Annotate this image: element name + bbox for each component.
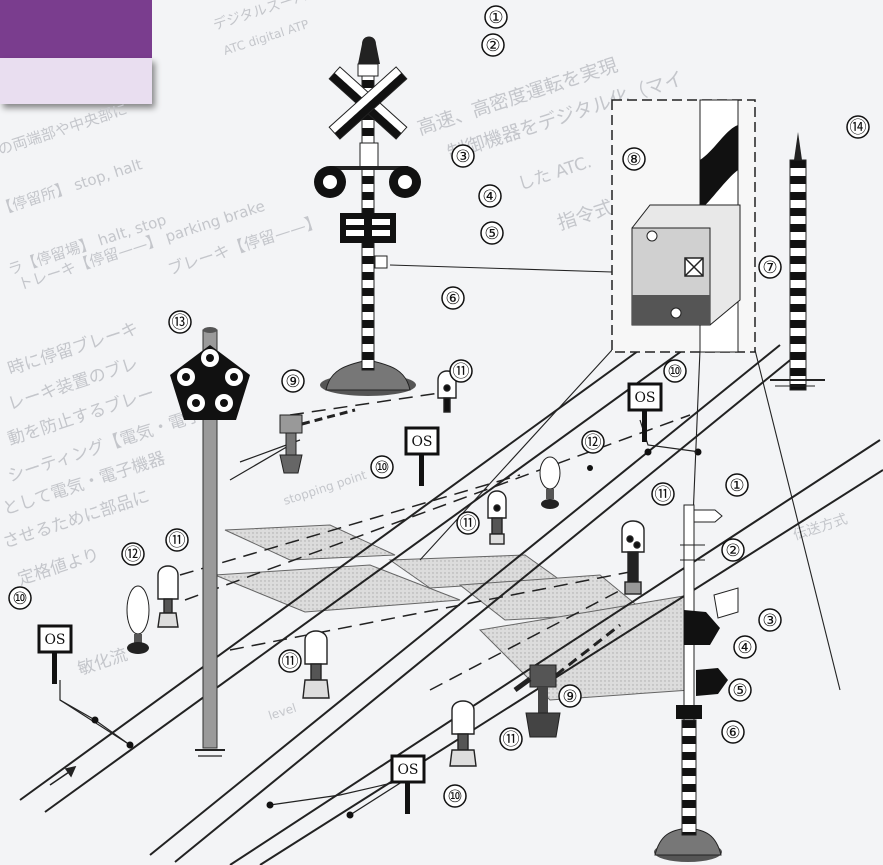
callout-marker: ⑪ [450,360,472,382]
callout-marker: ⑧ [623,148,645,170]
callout-marker: ⑫ [582,431,604,453]
callout-number: ⑩ [447,787,462,807]
background-text-line: level [267,701,298,723]
callout-number: ⑩ [374,458,389,478]
callout-marker: ⑪ [500,728,522,750]
background-text-line: した ATC. [515,152,594,195]
callout-marker: ⑭ [847,116,869,138]
os-label: OS [397,762,418,778]
callout-number: ① [488,8,503,28]
callout-number: ⑤ [484,224,499,244]
callout-marker: ③ [759,609,781,631]
callout-number: ⑧ [626,150,641,170]
callout-number: ⑤ [732,681,747,701]
callout-number: ⑥ [725,723,740,743]
callout-marker: ⑨ [559,685,581,707]
callout-marker: ② [482,34,504,56]
callout-marker: ③ [452,145,474,167]
callout-number: ⑫ [585,433,602,453]
callout-marker: ④ [734,636,756,658]
crossing-plates [215,525,690,700]
callout-number: ② [725,541,740,561]
callout-marker: ⑪ [279,650,301,672]
callout-number: ③ [762,611,777,631]
crossing-warning-signal [314,37,421,397]
background-text-line: の両端部や中央部に [0,100,130,159]
callout-number: ⑨ [562,687,577,707]
callout-marker: ④ [479,185,501,207]
callout-marker: ⑩ [371,456,393,478]
os-signboard: OS [629,384,661,442]
callout-number: ⑫ [125,545,142,565]
callout-number: ② [485,36,500,56]
os-signboard: OS [39,626,71,684]
callout-marker: ② [722,539,744,561]
detail-inset [612,100,755,352]
callout-number: ④ [482,187,497,207]
background-text-line: 定格値より [15,545,102,590]
callout-marker: ⑦ [759,256,781,278]
os-signboard: OS [406,428,438,486]
callout-number: ⑨ [285,372,300,392]
callout-marker: ① [485,6,507,28]
callout-marker: ⑥ [722,721,744,743]
callout-marker: ⑤ [729,679,751,701]
callout-marker: ⑫ [122,543,144,565]
callout-number: ⑪ [460,514,477,534]
callout-marker: ⑩ [444,785,466,807]
callout-number: ⑪ [169,531,186,551]
os-label: OS [634,390,655,406]
callout-number: ⑬ [172,313,189,333]
callout-marker: ⑩ [9,587,31,609]
callout-number: ⑩ [667,362,682,382]
callout-number: ⑪ [282,652,299,672]
callout-number: ⑭ [850,118,867,138]
callout-marker: ⑩ [664,360,686,382]
callout-marker: ⑪ [166,529,188,551]
callout-number: ⑪ [655,485,672,505]
callout-marker: ① [726,474,748,496]
os-label: OS [44,632,65,648]
callout-number: ④ [737,638,752,658]
background-text-line: stopping point [282,468,369,508]
callout-number: ③ [455,147,470,167]
callout-number: ⑦ [762,258,777,278]
callout-marker: ⑤ [481,222,503,244]
callout-number: ⑪ [503,730,520,750]
callout-number: ⑥ [445,289,460,309]
callout-number: ① [729,476,744,496]
callout-marker: ⑪ [652,483,674,505]
callout-marker: ⑨ [282,370,304,392]
os-label: OS [411,434,432,450]
callout-marker: ⑬ [169,311,191,333]
background-text-line: 【停留所】 stop, halt [0,155,144,219]
callout-marker: ⑪ [457,512,479,534]
callout-number: ⑩ [12,589,27,609]
callout-number: ⑪ [453,362,470,382]
background-text-line: 伝送方式 [791,511,849,544]
background-text-line: 敏化流 [75,645,130,680]
callout-marker: ⑥ [442,287,464,309]
